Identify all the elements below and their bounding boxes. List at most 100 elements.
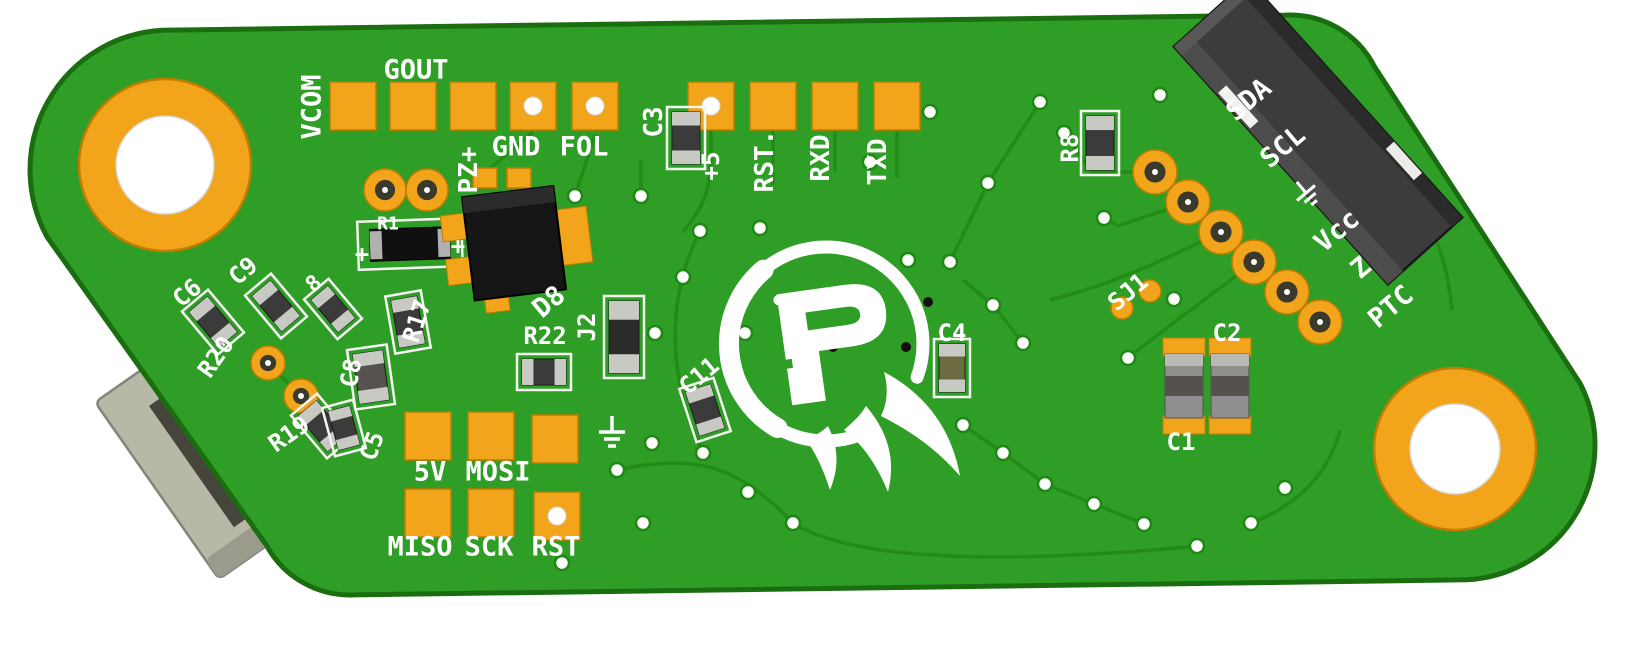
component-bevel (462, 186, 556, 214)
silkscreen-v5: 5V (414, 457, 447, 488)
logo-flame-1 (881, 372, 960, 476)
via (646, 324, 664, 342)
pad-center-dot (298, 393, 304, 399)
via (784, 514, 802, 532)
pad-center-dot (1152, 169, 1158, 175)
connector-topcap (1173, 0, 1257, 56)
via (954, 416, 972, 434)
silkscreen-plus_right: + (451, 232, 465, 260)
via (691, 222, 709, 240)
silkscreen-vcom: VCOM (297, 74, 328, 139)
smd-component (320, 398, 368, 458)
mounting-hole (115, 115, 215, 215)
silkscreen-gnd: GND (492, 132, 541, 163)
silkscreen-r1: R1 (377, 214, 399, 235)
ground-symbol-icon (599, 416, 625, 448)
via (608, 461, 626, 479)
pad-center-dot (1317, 319, 1323, 325)
via (566, 187, 584, 205)
silkscreen-fol: FOL (560, 132, 609, 163)
silkscreen-rst_bottom: RST (532, 532, 581, 563)
silkscreen-c3: C3 (639, 106, 669, 137)
trace (1049, 230, 1222, 302)
via (739, 483, 757, 501)
solder-pad (467, 488, 515, 538)
via (1188, 537, 1206, 555)
logo-p-mark (775, 284, 887, 406)
via (861, 153, 879, 171)
via (1036, 475, 1054, 493)
solder-pad (506, 167, 532, 189)
connector-top-right (1172, 0, 1464, 287)
smd-component (515, 352, 573, 392)
via (1031, 93, 1049, 111)
solder-pad (472, 167, 498, 189)
silkscreen-rxd: RXD (806, 135, 836, 182)
logo-ring-thick (719, 259, 788, 438)
silkscreen-r22: R22 (523, 322, 566, 350)
via (1242, 514, 1260, 532)
smd-component (302, 277, 364, 341)
via (1119, 349, 1137, 367)
mounting-hole (1409, 403, 1501, 495)
electrolytic-cap (1162, 337, 1206, 435)
component-body (460, 184, 568, 302)
silkscreen-sck: SCK (465, 532, 515, 563)
logo-via-dot (773, 294, 785, 306)
connector-tab (1385, 141, 1423, 181)
via (1014, 334, 1032, 352)
silkscreen-mosi: MOSI (465, 457, 530, 488)
via (1135, 515, 1153, 533)
logo-dash (775, 358, 793, 371)
smd-component (602, 294, 646, 380)
solder-pad (811, 81, 859, 131)
round-pad (1110, 296, 1134, 320)
silkscreen-miso: MISO (387, 532, 452, 563)
smd-component (677, 376, 733, 444)
solder-pad (389, 81, 437, 131)
silkscreen-plus5: +5 (697, 152, 725, 181)
tented-via (923, 297, 933, 307)
pad-center-dot (1284, 289, 1290, 295)
solder-pad (467, 411, 515, 461)
trace (573, 134, 597, 197)
smd-component (665, 105, 707, 171)
solder-pad (531, 414, 579, 464)
silkscreen-gout: GOUT (383, 55, 448, 86)
pad-center-dot (265, 360, 271, 366)
silkscreen-rst_top: RST. (750, 130, 780, 193)
trace (681, 131, 713, 234)
pad-drill-hole (585, 96, 605, 116)
pad-drill-hole (523, 96, 543, 116)
solder-pad (749, 81, 797, 131)
smd-component (243, 271, 309, 341)
via (1276, 479, 1294, 497)
smd-component (1079, 109, 1121, 177)
silkscreen-c2: C2 (1213, 319, 1242, 347)
solder-pad (873, 81, 921, 131)
component-d8 (439, 184, 594, 314)
logo-flame-3 (806, 426, 837, 490)
via (1165, 290, 1183, 308)
solder-pad (449, 81, 497, 131)
solder-pad (329, 81, 377, 131)
trace (1250, 429, 1342, 525)
ground-symbols (599, 180, 1318, 448)
via (634, 514, 652, 532)
trace (616, 461, 1198, 559)
solder-pad (404, 488, 452, 538)
silkscreen-txd: TXD (863, 139, 893, 186)
silkscreen-plus_left: + (355, 240, 369, 268)
silkscreen-pz_plus: PZ+ (454, 147, 484, 194)
ground-symbol-icon (1295, 180, 1318, 207)
pad-center-dot (1251, 259, 1257, 265)
pad-center-dot (424, 187, 430, 193)
logo-p-counter (805, 306, 861, 331)
component-r1-diode (355, 216, 465, 272)
smd-component (932, 337, 972, 399)
via (984, 296, 1002, 314)
solder-pads (250, 81, 1343, 541)
pad-drill-hole (547, 506, 567, 526)
